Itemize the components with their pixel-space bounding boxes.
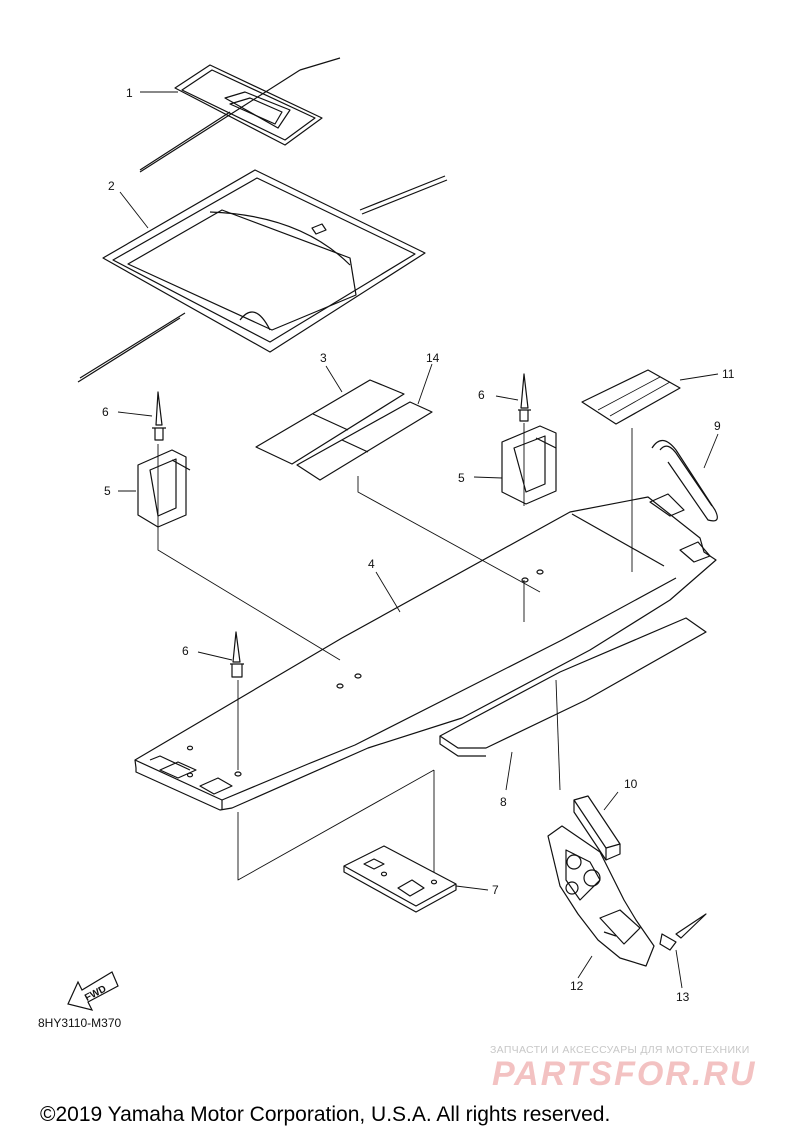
callout-6-right: 6 bbox=[478, 388, 485, 402]
callout-2: 2 bbox=[108, 179, 115, 193]
part-4-tray bbox=[134, 493, 717, 811]
part-13-screw bbox=[659, 913, 707, 951]
watermark-logo: PARTSFOR.RU bbox=[492, 1055, 757, 1093]
part-6-rivet-middle bbox=[230, 631, 244, 678]
part-7-plate bbox=[343, 845, 457, 913]
part-6-rivet-top-right bbox=[518, 373, 531, 422]
callout-11: 11 bbox=[722, 367, 735, 381]
callout-4: 4 bbox=[368, 557, 375, 571]
part-12-bracket bbox=[547, 825, 655, 967]
part-11-pad bbox=[581, 369, 681, 572]
part-14-label bbox=[296, 401, 433, 481]
callout-10: 10 bbox=[624, 777, 638, 791]
part-8-foam bbox=[439, 617, 707, 757]
callout-8: 8 bbox=[500, 795, 507, 809]
leader-line-3-14 bbox=[357, 476, 541, 593]
watermark-tagline: ЗАПЧАСТИ И АКСЕССУАРЫ ДЛЯ МОТОТЕХНИКИ bbox=[490, 1044, 750, 1056]
callout-5-left: 5 bbox=[104, 484, 111, 498]
part-6-rivet-top-left bbox=[152, 391, 166, 441]
callout-9: 9 bbox=[714, 419, 721, 433]
callout-5-right: 5 bbox=[458, 471, 465, 485]
part-1-pouch bbox=[139, 57, 341, 173]
parts-diagram: 1 2 3 14 6 6 6 5 5 11 9 4 8 10 7 12 13 F… bbox=[67, 57, 735, 1011]
callout-7: 7 bbox=[492, 883, 499, 897]
copyright-notice: ©2019 Yamaha Motor Corporation, U.S.A. A… bbox=[40, 1103, 611, 1126]
part-9-wire bbox=[651, 439, 718, 522]
diagram-code: 8HY3110-M370 bbox=[38, 1016, 122, 1030]
part-2-storage-bag bbox=[77, 169, 448, 383]
callout-1: 1 bbox=[126, 86, 133, 100]
part-5-clip-left bbox=[137, 449, 191, 528]
callout-14: 14 bbox=[426, 351, 440, 365]
callout-12: 12 bbox=[570, 979, 584, 993]
part-3-label bbox=[255, 379, 405, 465]
fwd-arrow-icon: FWD bbox=[67, 971, 119, 1011]
callout-13: 13 bbox=[676, 990, 690, 1004]
callout-3: 3 bbox=[320, 351, 327, 365]
part-10-block bbox=[573, 795, 621, 861]
part-5-clip-right bbox=[501, 425, 557, 505]
callout-6-left: 6 bbox=[102, 405, 109, 419]
callout-6-middle: 6 bbox=[182, 644, 189, 658]
